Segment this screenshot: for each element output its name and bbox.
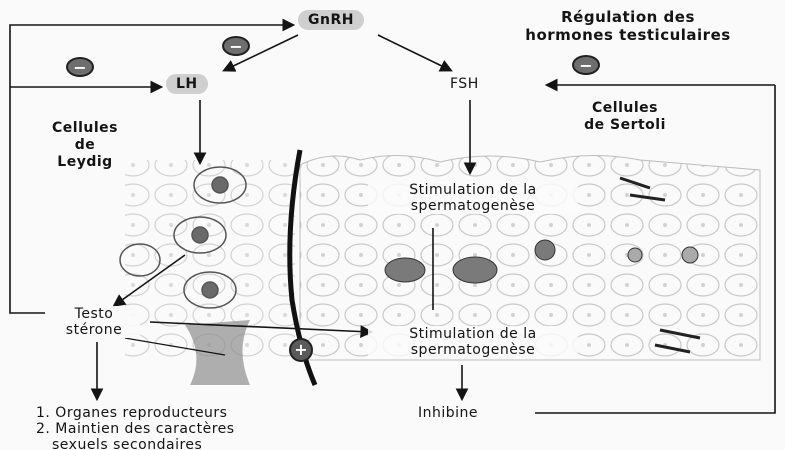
leydig-line-2: de (30, 137, 140, 154)
lh-label: LH (166, 74, 208, 94)
stimulation-top-line-2: spermatogenèse (368, 198, 578, 214)
stimulation-bottom-line-2: spermatogenèse (368, 342, 578, 358)
sertoli-line-2: de Sertoli (560, 117, 690, 134)
sertoli-cells-label: Cellules de Sertoli (560, 100, 690, 134)
minus-sign-fsh: − (572, 55, 600, 75)
plus-sign: + (289, 338, 313, 362)
gnrh-label: GnRH (298, 10, 364, 30)
diagram-title: Régulation des hormones testiculaires (478, 8, 778, 44)
stimulation-top-label: Stimulation de la spermatogenèse (368, 182, 578, 214)
effect-item-1: 1. Organes reproducteurs (36, 405, 235, 421)
sertoli-line-1: Cellules (560, 100, 690, 117)
effect-item-3: sexuels secondaires (36, 437, 235, 450)
title-line-2: hormones testiculaires (478, 26, 778, 44)
minus-sign-gnrh: − (222, 36, 250, 56)
effect-item-2: 2. Maintien des caractères (36, 421, 235, 437)
inhibine-label: Inhibine (418, 405, 478, 421)
fsh-label: FSH (440, 74, 489, 94)
title-line-1: Régulation des (478, 8, 778, 26)
testosterone-label: Testo stérone (48, 306, 140, 338)
stimulation-bottom-line-1: Stimulation de la (368, 326, 578, 342)
leydig-line-1: Cellules (30, 120, 140, 137)
testosterone-line-2: stérone (48, 322, 140, 338)
testosterone-line-1: Testo (48, 306, 140, 322)
leydig-cells-label: Cellules de Leydig (30, 120, 140, 171)
leydig-line-3: Leydig (30, 154, 140, 171)
stimulation-bottom-label: Stimulation de la spermatogenèse (368, 326, 578, 358)
effects-list: 1. Organes reproducteurs 2. Maintien des… (36, 405, 235, 450)
minus-sign-lh: − (66, 57, 94, 77)
stimulation-top-line-1: Stimulation de la (368, 182, 578, 198)
